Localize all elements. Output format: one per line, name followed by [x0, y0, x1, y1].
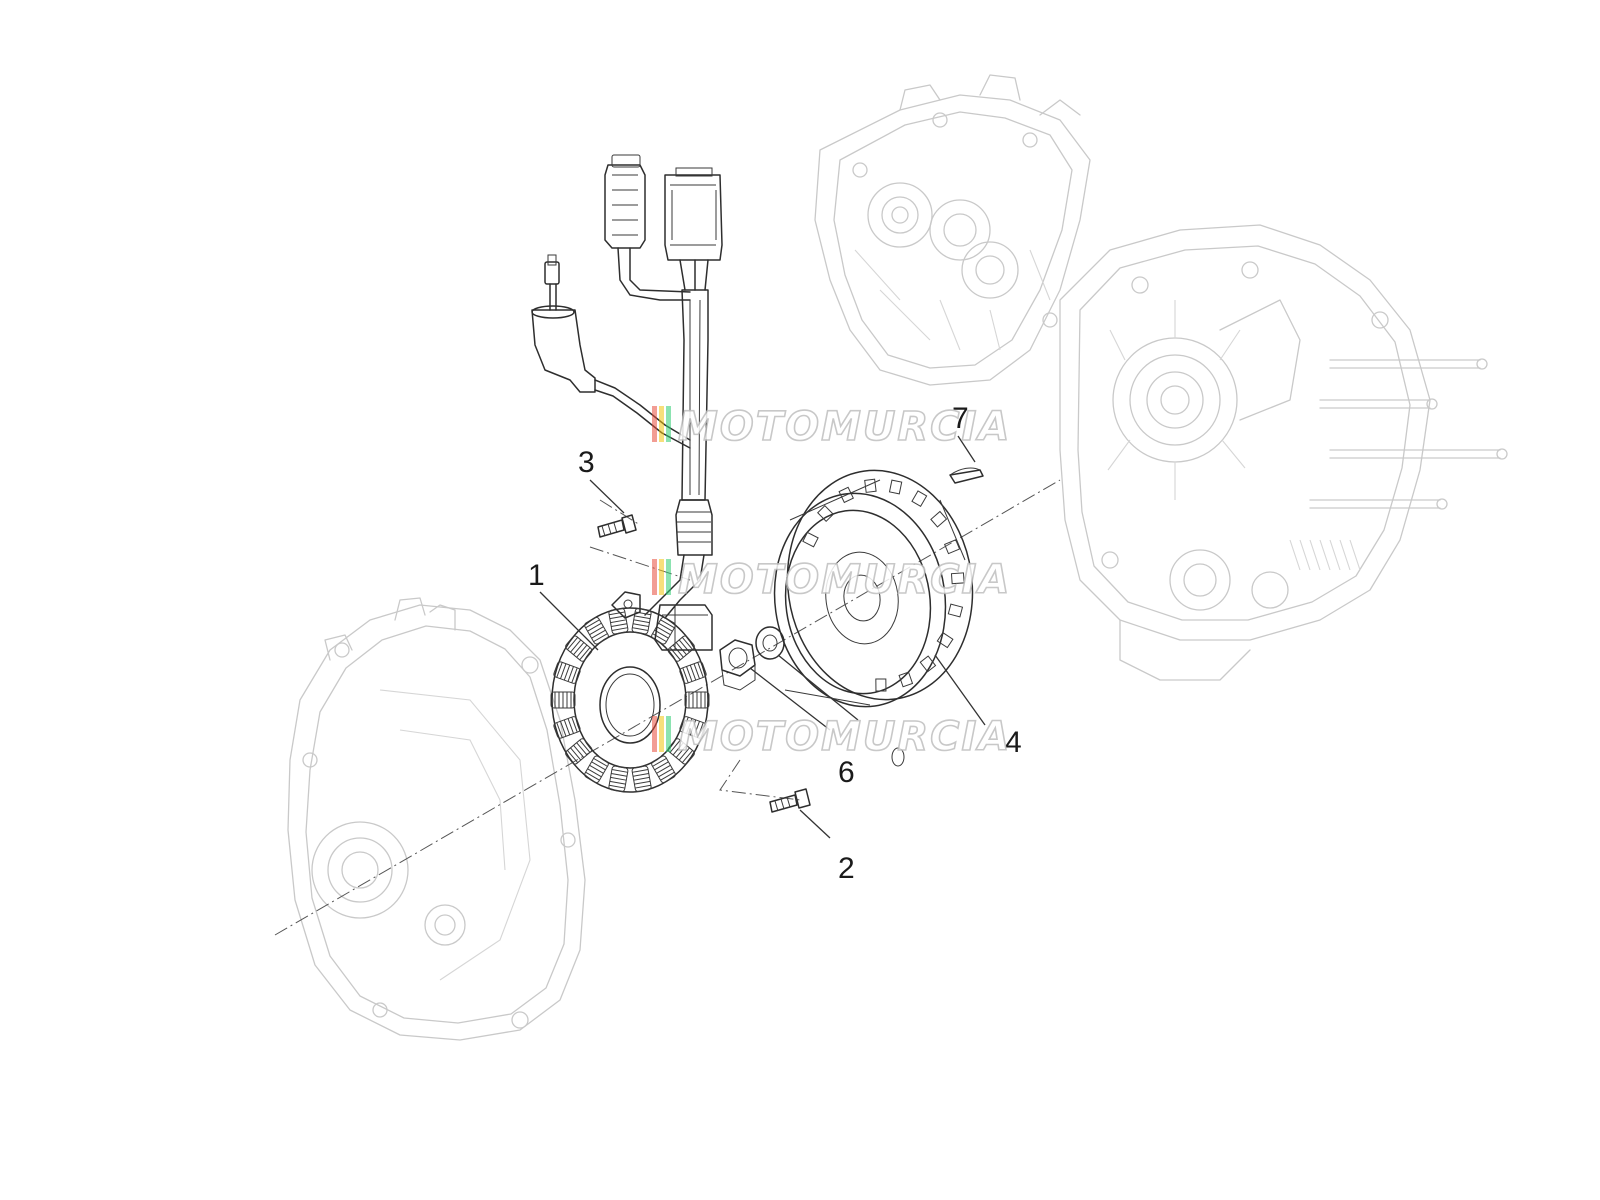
engine-crankcase	[814, 74, 1508, 681]
stator-winding	[565, 738, 593, 765]
flywheel-window	[919, 655, 937, 673]
callout-3: 3	[578, 446, 595, 479]
flywheel-window	[875, 678, 887, 692]
callout-7: 7	[952, 402, 969, 435]
flywheel-window	[898, 671, 914, 688]
stator-winding	[584, 616, 609, 645]
watermark: MOTOMURCIA MOTOMURCIA MOTOMURCIA	[652, 403, 1011, 761]
stator	[550, 591, 713, 793]
flywheel-window	[950, 572, 965, 585]
leader-lines	[539, 435, 986, 839]
stator-winding	[631, 765, 652, 793]
stator-winding	[651, 755, 676, 784]
watermark-stripe	[652, 716, 657, 752]
nut	[719, 639, 756, 691]
stator-winding	[584, 755, 609, 784]
stator-winding	[667, 635, 695, 662]
watermark-stripe	[659, 716, 664, 752]
watermark-text: MOTOMURCIA	[678, 714, 1011, 760]
flywheel-window	[947, 603, 964, 618]
flywheel-window	[930, 510, 948, 528]
stator-winding	[553, 716, 581, 739]
watermark-stripe	[659, 559, 664, 595]
wiring-harness	[531, 154, 723, 619]
watermark-stripe	[666, 406, 671, 442]
stator-winding	[553, 661, 581, 684]
assembly-axis-lines	[274, 479, 1061, 936]
stator-winding	[684, 691, 710, 709]
flywheel-window	[864, 478, 877, 493]
flywheel-window	[802, 531, 819, 548]
callout-labels: 1 2 3 4 6 7	[528, 402, 1022, 885]
stator-winding	[608, 765, 629, 793]
stator-winding	[550, 691, 576, 709]
flywheel-window	[936, 631, 954, 649]
watermark-stripe	[666, 716, 671, 752]
watermark-stripe	[652, 406, 657, 442]
woodruff-key	[949, 467, 984, 484]
watermark-mark: MOTOMURCIA	[652, 403, 1011, 451]
callout-6: 6	[838, 756, 855, 789]
stator-winding	[667, 738, 695, 765]
watermark-text: MOTOMURCIA	[678, 404, 1011, 450]
stator-winding	[651, 616, 676, 645]
watermark-stripe	[659, 406, 664, 442]
watermark-stripe	[666, 559, 671, 595]
stator-winding	[679, 716, 707, 739]
flywheel-window	[911, 490, 928, 507]
flywheel-window	[888, 479, 903, 495]
watermark-mark: MOTOMURCIA	[652, 556, 1011, 604]
o-ring	[891, 747, 905, 767]
stator-winding	[565, 635, 593, 662]
watermark-stripe	[652, 559, 657, 595]
flywheel-window	[817, 505, 834, 522]
screw-part-3	[597, 514, 637, 538]
callout-1: 1	[528, 559, 545, 592]
flywheel-rotor	[773, 469, 974, 708]
flywheel-window	[838, 486, 854, 504]
stator-winding	[679, 661, 707, 684]
callout-4: 4	[1005, 726, 1022, 759]
watermark-text: MOTOMURCIA	[678, 557, 1011, 603]
screw-part-2	[769, 788, 811, 813]
generator-cover	[287, 597, 586, 1041]
watermark-mark: MOTOMURCIA	[652, 713, 1011, 761]
flywheel-window	[943, 539, 961, 555]
callout-2: 2	[838, 852, 855, 885]
